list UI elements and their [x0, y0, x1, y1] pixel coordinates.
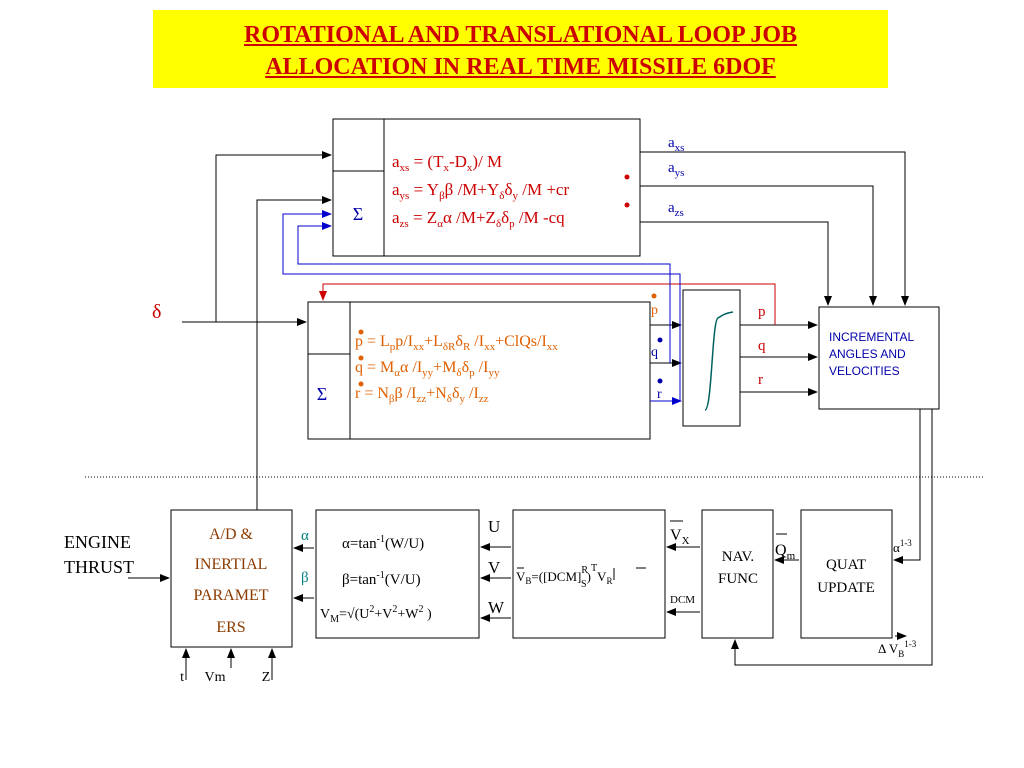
quat-block — [800, 509, 893, 639]
quat-line2: UPDATE — [817, 580, 875, 596]
label-u: U — [488, 517, 500, 536]
eq-vm: VM=√(U2+V2+W2 ) — [320, 604, 432, 625]
rotational-sum-symbol: Σ — [317, 384, 327, 404]
label-qm: Qm — [775, 542, 796, 562]
label-dvb-13: Δ VB1-3 — [878, 639, 917, 659]
eq-axs: axs = (Tx-Dx)/ M — [392, 152, 502, 174]
eq-beta: β=tan-1(V/U) — [342, 570, 421, 588]
engine-thrust-line2: THRUST — [64, 557, 134, 577]
eq-alpha: α=tan-1(W/U) — [342, 534, 424, 552]
ad-line4: ERS — [216, 619, 245, 636]
label-dcm: DCM — [670, 594, 695, 606]
nav-line1: NAV. — [722, 549, 754, 565]
label-alpha-13: α1-3 — [893, 538, 912, 555]
ad-line1: A/D & — [209, 526, 254, 543]
eq-azs: azs = Zαα /M+Zδδp /M -cq — [392, 208, 565, 230]
label-r-dot: r — [657, 387, 662, 402]
input-vm: Vm — [205, 670, 226, 685]
input-t: t — [180, 670, 184, 685]
incremental-block — [818, 306, 940, 410]
label-ays: ays — [668, 160, 684, 179]
label-azs: azs — [668, 200, 684, 219]
label-r-out: r — [758, 372, 763, 388]
delta-input-label: δ — [152, 301, 161, 323]
label-p-dot: p — [651, 303, 658, 318]
engine-thrust-line1: ENGINE — [64, 532, 131, 552]
eq-ays: ays = Yββ /M+Yδδy /M +cr — [392, 180, 569, 202]
eq-rdot: r = Nββ /Izz+Nδδy /Izz — [355, 385, 489, 405]
eq-pdot: p = Lpp/Ixx+LδRδR /Ixx+ClQs/Ixx — [355, 333, 558, 353]
label-w: W — [488, 598, 505, 617]
label-vx: VX — [670, 527, 690, 547]
incremental-line2: ANGLES AND — [829, 347, 906, 361]
nav-block — [701, 509, 774, 639]
nav-line2: FUNC — [718, 571, 758, 587]
ad-line2: INERTIAL — [195, 556, 268, 573]
input-z: Z — [262, 670, 271, 685]
ad-line3: PARAMET — [194, 587, 269, 604]
integrator-block — [682, 289, 741, 427]
quat-line1: QUAT — [826, 557, 866, 573]
label-alpha: α — [301, 528, 309, 544]
translational-sum-symbol: Σ — [353, 204, 363, 224]
label-q-dot: q — [651, 345, 658, 360]
title-line-2: ALLOCATION IN REAL TIME MISSILE 6DOF — [265, 54, 776, 80]
label-v: V — [488, 558, 501, 577]
incremental-line1: INCREMENTAL — [829, 330, 914, 344]
title-banner: ROTATIONAL AND TRANSLATIONAL LOOP JOB AL… — [153, 10, 888, 88]
rotational-block — [307, 301, 651, 440]
label-p-out: p — [758, 304, 766, 320]
label-q-out: q — [758, 338, 766, 354]
title-line-1: ROTATIONAL AND TRANSLATIONAL LOOP JOB — [243, 22, 797, 48]
label-axs: axs — [668, 135, 684, 154]
dcm-block — [512, 509, 666, 639]
incremental-line3: VELOCITIES — [829, 364, 900, 378]
eq-qdot: q = Mαα /Iyy+Mδδp /Iyy — [355, 359, 500, 379]
label-beta: β — [301, 570, 309, 586]
angles-block — [315, 509, 480, 639]
ad-block — [170, 509, 293, 648]
